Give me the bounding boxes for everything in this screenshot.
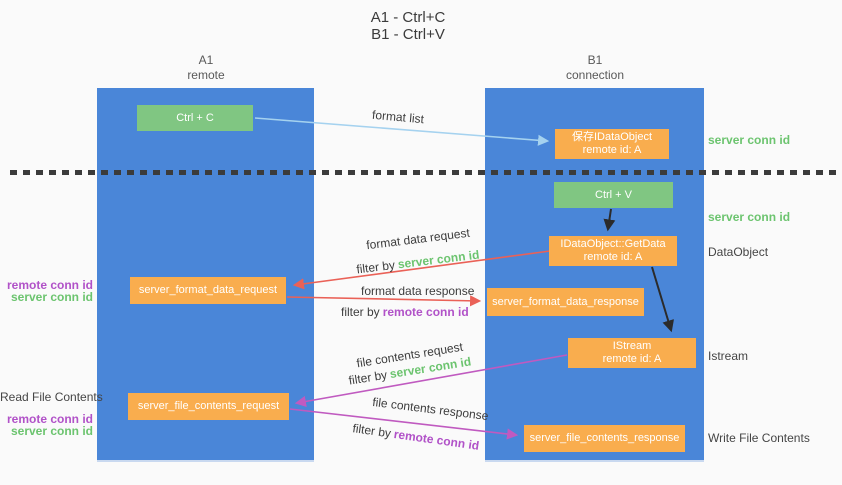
format-data-request-arrow	[292, 250, 551, 290]
conn-id-annotation-left-2: remote conn id server conn id	[0, 413, 93, 437]
istream-box: IStream remote id: A	[568, 338, 696, 368]
ctrl-c-box: Ctrl + C	[137, 105, 253, 131]
getdata-line2: remote id: A	[583, 251, 643, 263]
istream-line2: remote id: A	[602, 353, 662, 365]
ctrl-c-label: Ctrl + C	[176, 111, 214, 124]
lane-a1-subtitle: remote	[187, 68, 225, 82]
save-idataobject-box: 保存IDataObject remote id: A	[555, 129, 669, 159]
remote-conn-id-text: remote conn id	[6, 412, 93, 426]
server-conn-id-text: server conn id	[10, 290, 93, 304]
write-file-contents-annotation: Write File Contents	[708, 431, 810, 445]
istream-annotation: Istream	[708, 349, 749, 363]
read-file-contents-annotation: Read File Contents	[0, 390, 103, 404]
dashed-divider	[10, 170, 842, 175]
server-format-data-request-box: server_format_data_request	[130, 277, 286, 304]
format-data-response-arrow-label: format data response	[361, 284, 475, 298]
lane-header-b1: B1 connection	[535, 53, 655, 83]
title-line-1: A1 - Ctrl+C	[370, 9, 446, 26]
lane-header-a1: A1 remote	[146, 53, 266, 83]
server-format-data-response-box: server_format_data_response	[487, 288, 644, 316]
lane-a1-name: A1	[198, 53, 214, 67]
getdata-line1: IDataObject::GetData	[560, 238, 666, 250]
remote-conn-id-text: remote conn id	[6, 278, 93, 292]
file-contents-request-label: server_file_contents_request	[137, 400, 280, 412]
lane-b1-name: B1	[587, 53, 603, 67]
ctrl-v-label: Ctrl + V	[595, 188, 632, 201]
filter-by-text: filter by	[341, 305, 380, 319]
ctrl-v-box: Ctrl + V	[554, 182, 673, 208]
save-idataobject-line2: remote id: A	[582, 144, 642, 156]
format-data-response-label: server_format_data_response	[492, 295, 639, 308]
format-list-arrow	[254, 117, 550, 146]
server-conn-id-annotation-mid: server conn id	[708, 210, 791, 224]
format-data-request-label: server_format_data_request	[138, 284, 278, 296]
dataobject-annotation: DataObject	[708, 245, 769, 259]
server-file-contents-response-box: server_file_contents_response	[524, 425, 685, 452]
file-contents-request-arrow	[294, 354, 568, 407]
file-contents-response-arrow	[289, 408, 519, 440]
server-file-contents-request-box: server_file_contents_request	[128, 393, 289, 420]
file-contents-response-label: server_file_contents_response	[529, 432, 680, 444]
title-line-2: B1 - Ctrl+V	[371, 26, 445, 43]
lane-b1-subtitle: connection	[565, 68, 625, 82]
istream-line1: IStream	[612, 340, 652, 352]
format-data-response-arrow	[286, 295, 482, 307]
getdata-to-istream-arrow	[651, 266, 674, 333]
idataobject-getdata-box: IDataObject::GetData remote id: A	[549, 236, 677, 266]
ctrlv-to-getdata-arrow	[603, 208, 616, 232]
diagram-title: A1 - Ctrl+C B1 - Ctrl+V	[338, 9, 478, 43]
server-conn-id-text: server conn id	[10, 424, 93, 438]
server-conn-id-annotation-top: server conn id	[708, 133, 791, 147]
conn-id-annotation-left-1: remote conn id server conn id	[0, 279, 93, 303]
save-idataobject-line1: 保存IDataObject	[571, 131, 653, 143]
remote-conn-id-text: remote conn id	[382, 305, 469, 319]
